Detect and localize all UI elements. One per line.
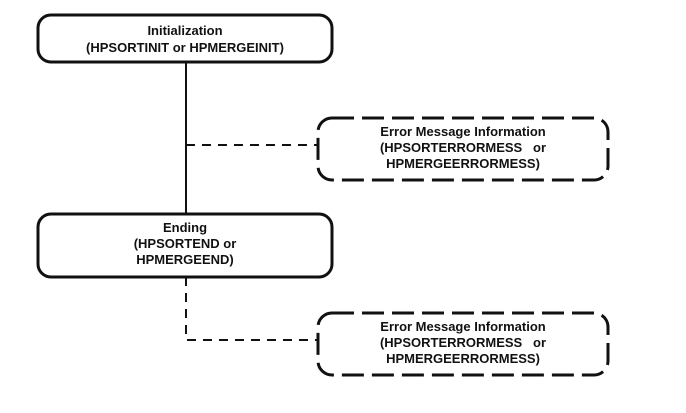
error-message-box-1	[316, 116, 610, 182]
ending-subroutine-a: (HPSORTEND or	[134, 236, 237, 251]
error-message-2-subroutine-b: HPMERGEERRORMESS)	[386, 351, 540, 366]
ending-label: Ending	[163, 220, 207, 235]
error-message-1-label: Error Message Information	[380, 124, 545, 139]
error-message-2-label: Error Message Information	[380, 319, 545, 334]
initialization-label: Initialization	[147, 23, 222, 38]
error-message-node-2: Error Message Information (HPSORTERRORME…	[316, 311, 610, 377]
error-message-1-subroutine-a: (HPSORTERRORMESS or	[380, 140, 546, 155]
error-message-box-2	[316, 311, 610, 377]
error-message-node-1: Error Message Information (HPSORTERRORME…	[316, 116, 610, 182]
initialization-box	[36, 13, 334, 64]
ending-error-connector	[185, 277, 318, 341]
initialization-subroutines: (HPSORTINIT or HPMERGEINIT)	[86, 40, 284, 55]
ending-node: Ending (HPSORTEND or HPMERGEEND)	[36, 212, 334, 279]
ending-box	[36, 212, 334, 279]
ending-subroutine-b: HPMERGEEND)	[136, 252, 234, 267]
error-message-2-subroutine-a: (HPSORTERRORMESS or	[380, 335, 546, 350]
error-message-1-subroutine-b: HPMERGEERRORMESS)	[386, 156, 540, 171]
initialization-node: Initialization (HPSORTINIT or HPMERGEINI…	[36, 13, 334, 64]
